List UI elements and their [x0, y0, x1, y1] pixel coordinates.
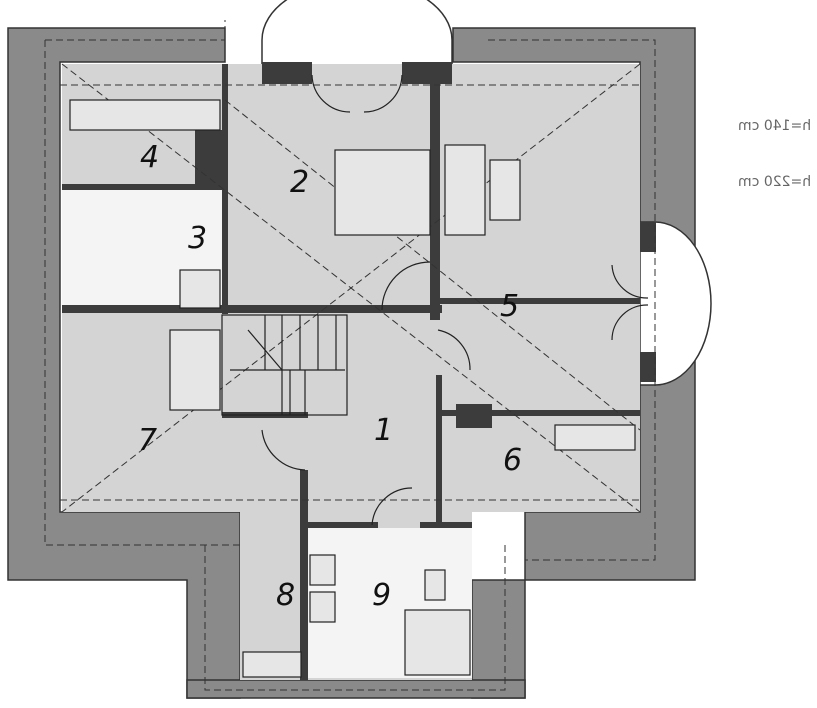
- wardrobe-6: [554, 424, 636, 451]
- shower: [179, 269, 221, 309]
- room-7: 7: [138, 423, 157, 458]
- bed: [334, 149, 431, 236]
- top-dormer: [261, 0, 453, 71]
- bathtub: [169, 329, 221, 411]
- room-3: 3: [188, 221, 207, 256]
- furniture: [69, 99, 636, 678]
- room-6: 6: [503, 443, 522, 478]
- sink-1: [309, 554, 336, 586]
- legend-h220: h=220 cm: [737, 174, 811, 190]
- staircase: [221, 314, 348, 416]
- room-8: 8: [276, 578, 295, 613]
- corner-bath: [404, 609, 471, 676]
- room-9: 9: [372, 578, 391, 613]
- right-dormer: [639, 221, 712, 386]
- room-5: 5: [500, 289, 519, 324]
- walls: [62, 62, 656, 680]
- ceiling-lines: [44, 20, 656, 691]
- legend-h140: h=140 cm: [737, 118, 811, 134]
- room-2: 2: [290, 165, 309, 200]
- room-labels: 1 2 3 4 5 6 7 8 9: [138, 140, 522, 613]
- wardrobe-4: [69, 99, 221, 131]
- room-4: 4: [140, 140, 159, 175]
- sofa: [444, 144, 486, 236]
- roof-outline: [7, 27, 696, 699]
- sink-2: [309, 591, 336, 623]
- room-1: 1: [374, 413, 393, 448]
- wardrobe-8: [242, 651, 302, 678]
- door-swings: [261, 74, 649, 526]
- wc: [424, 569, 446, 601]
- desk: [489, 159, 521, 221]
